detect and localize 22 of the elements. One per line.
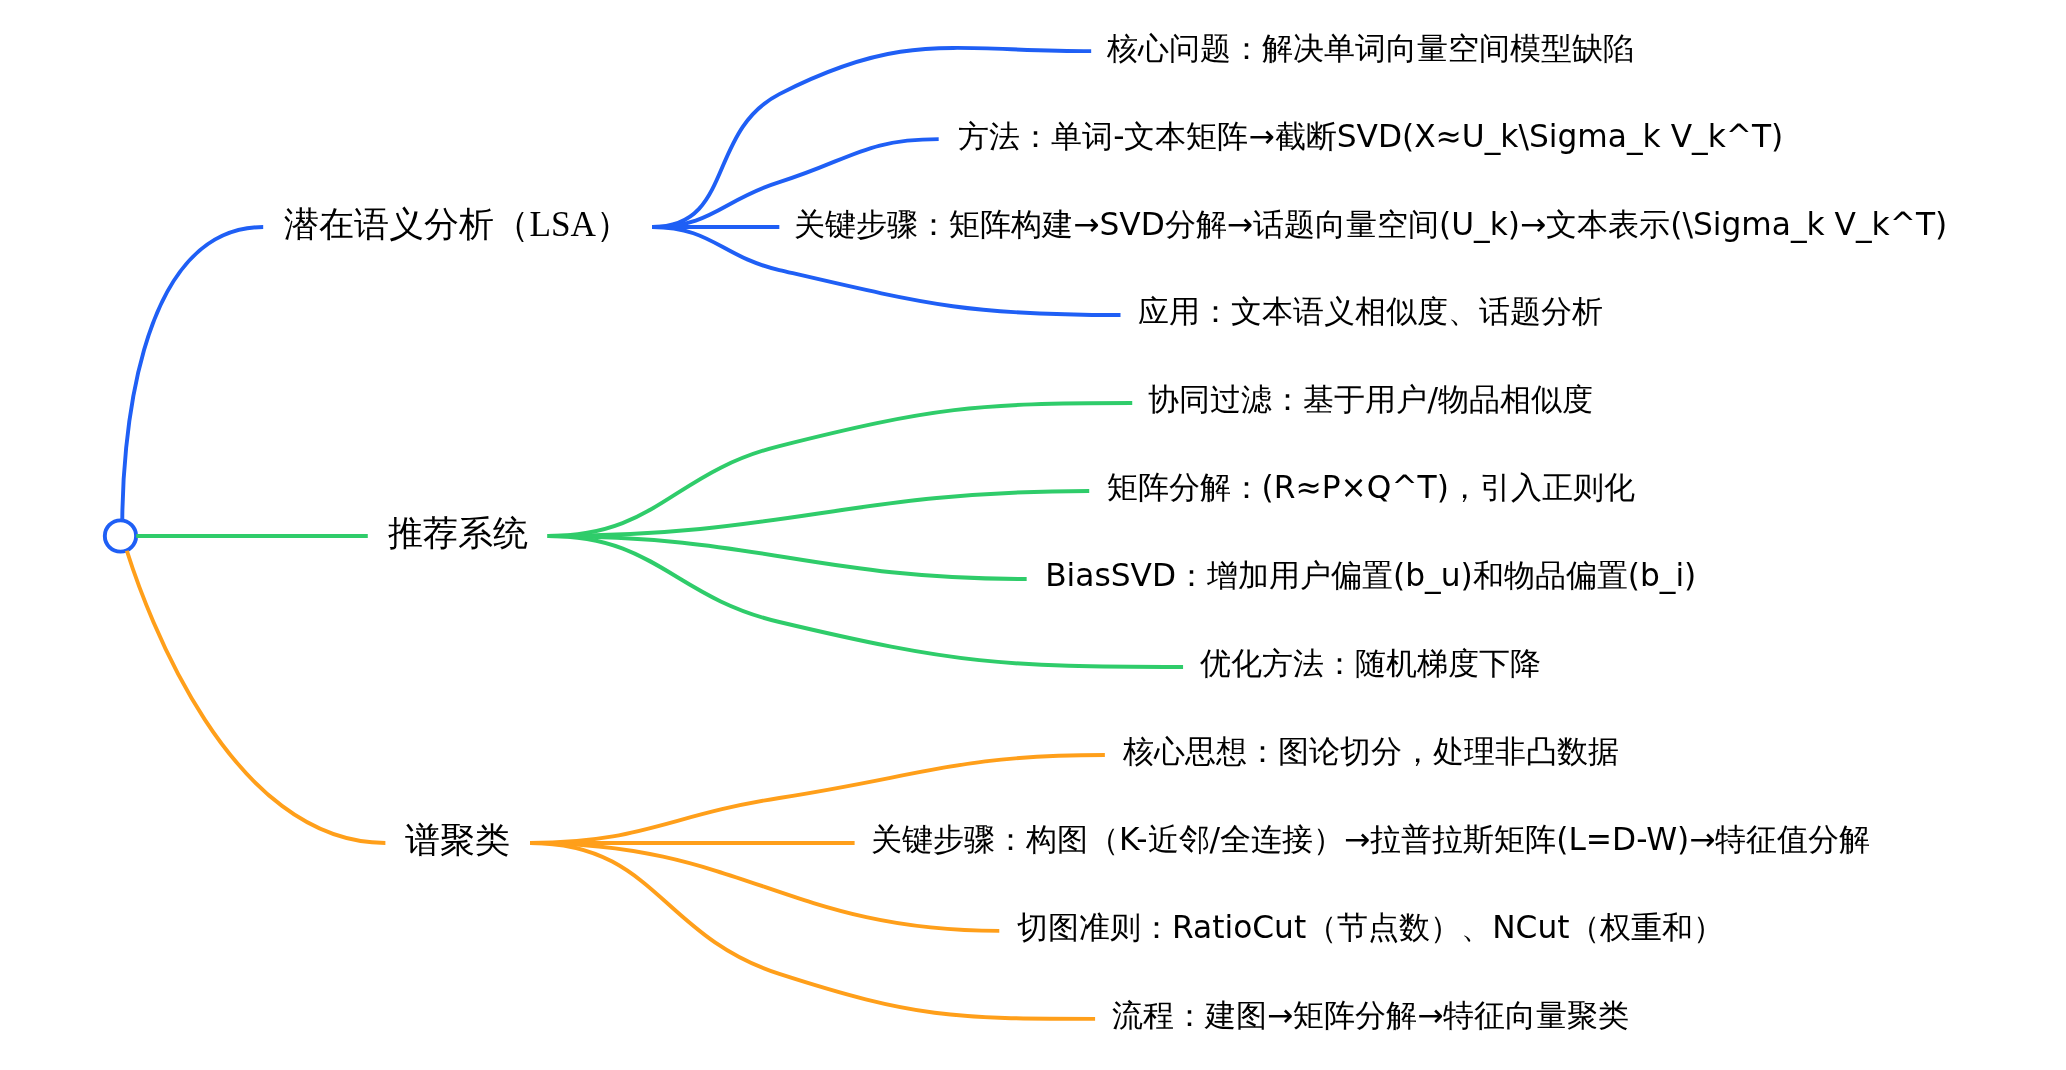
node-text: 核心问题：解决单词向量空间模型缺陷 (1106, 29, 1634, 66)
connector (124, 550, 386, 845)
connector (651, 225, 1120, 317)
node-text: 关键步骤：矩阵构建→SVD分解→话题向量空间(U_k)→文本表示(\Sigma_k V_k^T) (793, 205, 1947, 242)
connector (529, 840, 1095, 1021)
node-text: 切图准则：RatioCut（节点数）、NCut（权重和） (1016, 909, 1724, 946)
node-text: 关键步骤：构图（K-近邻/全连接）→拉普拉斯矩阵(L=D-W)→特征值分解 (870, 821, 1870, 858)
connector (119, 225, 263, 521)
node-text: 应用：文本语义相似度、话题分析 (1137, 293, 1603, 330)
node-text: 流程：建图→矩阵分解→特征向量聚类 (1111, 997, 1629, 1034)
node-text: BiasSVD：增加用户偏置(b_u)和物品偏置(b_i) (1044, 557, 1696, 594)
node-text: 谱聚类 (404, 820, 510, 860)
node-text: 推荐系统 (387, 513, 528, 553)
node-text: 协同过滤：基于用户/物品相似度 (1147, 381, 1593, 418)
node-text: 优化方法：随机梯度下降 (1199, 645, 1541, 682)
connector (547, 534, 1183, 669)
node-text: 核心思想：图论切分，处理非凸数据 (1122, 733, 1619, 770)
node-text: 方法：单词-文本矩阵→截断SVD(X≈U_k\Sigma_k V_k^T) (957, 117, 1783, 154)
node-text: 矩阵分解：(R≈P×Q^T)，引入正则化 (1106, 469, 1635, 506)
node-circle (102, 518, 138, 554)
connector (135, 534, 368, 538)
node-text: 潜在语义分析（LSA） (283, 204, 631, 244)
